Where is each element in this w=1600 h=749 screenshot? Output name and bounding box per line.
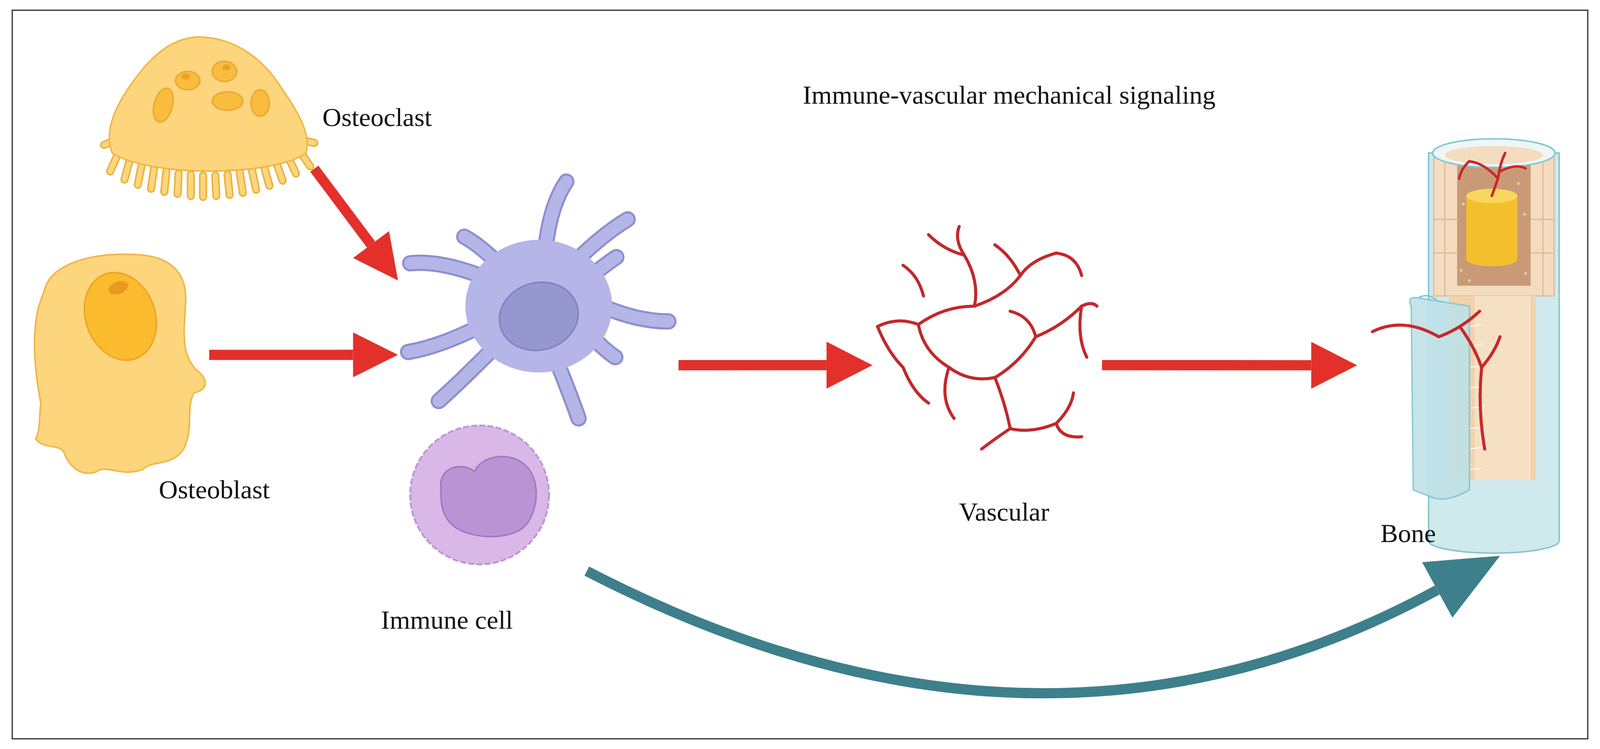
- osteoblast-cell: Osteoblast: [30, 249, 210, 475]
- bone-illustration-part-part: [1481, 337, 1501, 368]
- bone-illustration-part: [1466, 252, 1518, 267]
- node-label: Bone: [1380, 517, 1436, 550]
- osteoclast-cell: Osteoclast: [107, 35, 315, 203]
- arrow-shaft: [209, 349, 354, 360]
- vascular-network-illustration-part: [957, 226, 976, 307]
- flow-arrow: [678, 341, 873, 389]
- arrow-head: [353, 231, 398, 281]
- arrow-shaft: [678, 360, 827, 371]
- bone-illustration-part-part: [1500, 166, 1526, 172]
- dendritic-cell-illustration-part: [407, 181, 669, 419]
- bone-illustration-part: [1433, 153, 1555, 297]
- arrow-head: [1422, 555, 1501, 618]
- vascular-network-illustration-part: [995, 245, 1021, 276]
- dendritic-cell-illustration-part: [491, 273, 586, 360]
- lymphocyte-illustration-part: [440, 457, 537, 538]
- outer-frame: [12, 10, 1588, 739]
- vascular-network-illustration: [877, 226, 1098, 450]
- flow-arrow: [314, 168, 398, 282]
- node-label: Osteoclast: [322, 101, 433, 134]
- vascular-network-illustration-part: [903, 265, 924, 296]
- bone-illustration-part-part: [1470, 406, 1485, 409]
- bone-illustration-part: [1432, 138, 1556, 168]
- vascular-network-illustration-part: [877, 306, 975, 328]
- osteoblast-illustration-part: [34, 254, 206, 474]
- bone-illustration-part: [1474, 295, 1531, 480]
- bone-illustration-part-part: [1444, 163, 1446, 296]
- bone-illustration-part-part: [1461, 328, 1482, 368]
- dendritic-cell-illustration: [407, 181, 669, 419]
- osteoclast-illustration-part: [175, 71, 201, 90]
- bone-illustration-part-part: [1523, 272, 1527, 276]
- vascular-network-illustration-part: [1056, 423, 1082, 438]
- osteoblast-illustration-part: [72, 262, 169, 371]
- vascular-network-illustration-part: [877, 326, 929, 404]
- vascular-network-illustration-part: [974, 253, 1056, 306]
- osteoblast-illustration: [34, 254, 206, 474]
- osteoclast-illustration: [104, 37, 315, 198]
- lymphocyte-illustration-part: [410, 425, 549, 565]
- arrow-shaft: [1101, 360, 1312, 371]
- bone-illustration-part-part: [1522, 212, 1527, 216]
- node-label: Vascular: [958, 496, 1050, 528]
- bone-illustration-part: [1459, 153, 1526, 197]
- arrow-head: [826, 341, 873, 389]
- vascular-network-illustration-part: [1010, 393, 1074, 431]
- vascular-network-illustration-part: [945, 367, 955, 419]
- bone-illustration-part-part: [1469, 324, 1482, 328]
- bone-illustration-part-part: [1467, 279, 1471, 283]
- bone-illustration-part: [1459, 182, 1527, 283]
- dendritic-cell-illustration-part: [465, 239, 613, 373]
- vascular-network-illustration-part: [928, 234, 965, 256]
- bone-illustration-part-part: [1480, 367, 1485, 450]
- bone-illustration-part: [1372, 311, 1500, 450]
- arrow-head: [1311, 341, 1358, 389]
- osteoclast-illustration-part: [212, 91, 243, 111]
- bone-illustration-part-part: [1470, 447, 1484, 450]
- curved-arrow: [586, 555, 1500, 694]
- vascular-network-illustration-part: [981, 377, 1010, 450]
- bone-segment: Bone: [1357, 130, 1562, 556]
- bone-illustration-part-part: [1542, 163, 1544, 296]
- bone-illustration-part-part: [1469, 468, 1482, 470]
- bone-illustration-part: [1457, 159, 1531, 286]
- vascular-network: Vascular: [872, 219, 1102, 454]
- bone-illustration-part: [1466, 196, 1518, 260]
- arrow-head: [353, 332, 399, 378]
- bone-illustration-part: [1418, 295, 1439, 303]
- bone-illustration-part: [1433, 163, 1555, 296]
- osteoclast-illustration-part: [212, 61, 237, 82]
- node-label: Immune cell: [380, 604, 514, 637]
- bone-illustration-part-part: [1459, 161, 1470, 180]
- node-label: Osteoblast: [158, 474, 270, 506]
- arrow-shaft: [314, 168, 372, 245]
- immune-cell-group: Immune cell: [397, 171, 679, 572]
- arrow-shaft: [586, 571, 1438, 694]
- bone-illustration-part: [1445, 146, 1544, 165]
- osteoblast-illustration-part: [106, 278, 131, 298]
- lymphocyte-illustration: [410, 425, 549, 565]
- osteoclast-illustration-part: [181, 73, 190, 80]
- vascular-network-illustration-part: [1010, 311, 1036, 337]
- bone-illustration-part-part: [1469, 161, 1499, 180]
- vascular-network-illustration-part: [1056, 253, 1082, 276]
- dendritic-cell-illustration-part: [407, 181, 669, 419]
- vascular-network-illustration-part: [995, 303, 1098, 378]
- bone-illustration: [1372, 138, 1560, 554]
- vascular-network-illustration-part: [1079, 306, 1087, 358]
- diagram-title: Immune-vascular mechanical signaling: [802, 79, 1216, 111]
- flow-arrow: [209, 332, 398, 378]
- bone-illustration-part-part: [1459, 269, 1463, 273]
- vascular-network-illustration-part: [918, 324, 996, 380]
- osteoclast-illustration-part: [109, 37, 308, 172]
- osteoclast-illustration-part: [149, 86, 177, 125]
- osteoclast-illustration-part: [250, 89, 270, 117]
- flow-arrow: [1101, 341, 1358, 389]
- osteoclast-illustration-part: [222, 64, 231, 71]
- bone-illustration-part-part: [1461, 202, 1465, 206]
- bone-illustration-part-part: [1516, 182, 1520, 186]
